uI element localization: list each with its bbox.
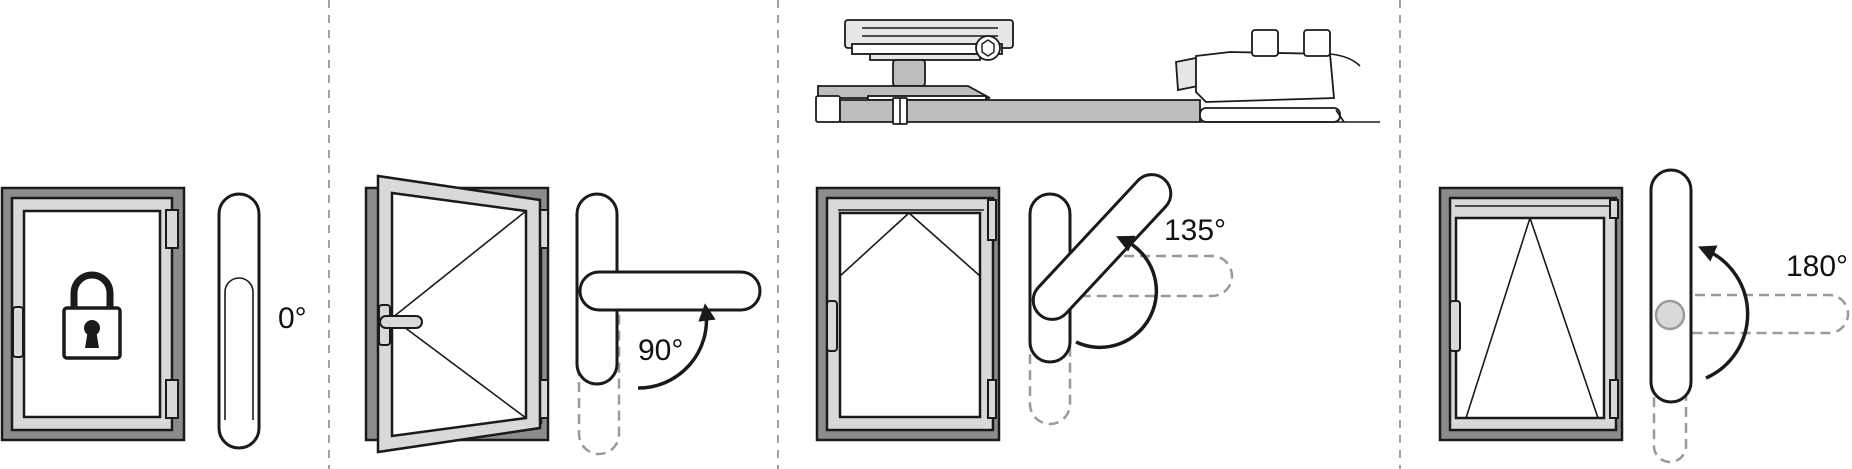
handle-0deg [217, 192, 261, 450]
window-closed [0, 186, 186, 442]
window-neutral [815, 186, 1001, 442]
panel-tilt: 180° [1438, 168, 1850, 464]
angle-label-180: 180° [1786, 250, 1848, 283]
padlock-icon [62, 271, 122, 360]
angle-label-90: 90° [638, 334, 683, 367]
panel-neutral: 135° [815, 19, 1380, 442]
arrow-icon [1075, 235, 1159, 350]
arrow-icon [1698, 245, 1750, 380]
angle-label-135: 135° [1164, 214, 1226, 247]
panel-closed: 0° [0, 186, 307, 450]
handle-135deg [1028, 173, 1234, 426]
handle-90deg [575, 192, 762, 456]
handle-180deg [1649, 168, 1850, 464]
hardware-mechanism-icon [815, 19, 1380, 125]
panel-open: 90° [364, 174, 762, 456]
window-tilt [1438, 186, 1624, 442]
arrow-icon [637, 303, 716, 390]
angle-label-0: 0° [278, 302, 307, 335]
window-open-sash [364, 174, 550, 454]
